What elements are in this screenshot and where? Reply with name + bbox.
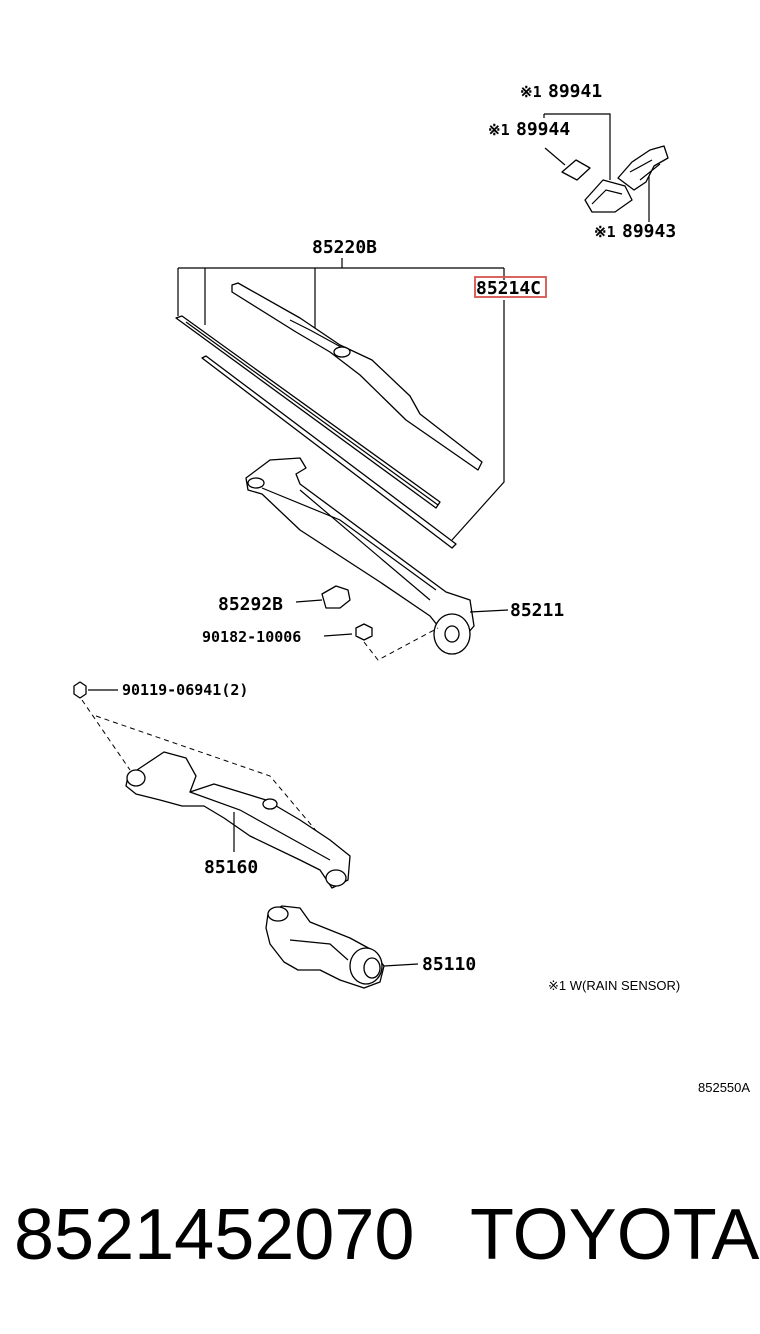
- label-89943[interactable]: 89943: [622, 221, 676, 242]
- label-89944[interactable]: 89944: [516, 119, 570, 140]
- rain-sensor-group: ※1 89941 ※1 89944 ※1 89943: [488, 81, 676, 242]
- label-85160[interactable]: 85160: [204, 857, 258, 878]
- wiper-arm-group: 85211 85292B 90182-10006: [202, 457, 564, 661]
- pivot-cap-shape: [321, 585, 351, 609]
- rain-sensor-note: ※1 W(RAIN SENSOR): [548, 978, 680, 993]
- wiper-refill-2: [201, 355, 457, 549]
- highlight-box: [474, 276, 547, 298]
- mark-89941: ※1: [520, 83, 542, 101]
- label-85214C[interactable]: 85214C: [476, 278, 541, 299]
- nut-shape: [355, 623, 373, 641]
- label-85292B[interactable]: 85292B: [218, 594, 283, 615]
- wiper-refill-1: [175, 315, 441, 509]
- label-85110[interactable]: 85110: [422, 954, 476, 975]
- diagram-code: 852550A: [698, 1080, 750, 1095]
- label-85211[interactable]: 85211: [510, 600, 564, 621]
- wiper-blade-frame: [231, 282, 483, 471]
- footer: 8521452070 TOYOTA: [0, 1185, 760, 1285]
- wiper-arm-shape: [245, 457, 475, 641]
- linkage-shape: [125, 751, 351, 889]
- mark-89943: ※1: [594, 223, 616, 241]
- label-85220B[interactable]: 85220B: [312, 237, 377, 258]
- bolt-shape: [73, 681, 87, 699]
- linkage-group: 90119-06941(2) 85160: [73, 681, 351, 889]
- label-90182-10006[interactable]: 90182-10006: [202, 628, 301, 646]
- rain-sensor-shape: [584, 179, 633, 213]
- mark-89944: ※1: [488, 121, 510, 139]
- motor-group: 85110: [265, 905, 476, 989]
- brand-name: TOYOTA: [470, 1195, 760, 1275]
- part-number: 8521452070: [14, 1195, 415, 1275]
- label-89941[interactable]: 89941: [548, 81, 602, 102]
- wiper-blade-group: 85220B 85214C: [175, 237, 547, 549]
- label-90119-06941[interactable]: 90119-06941(2): [122, 681, 248, 699]
- sensor-pad-shape: [561, 159, 591, 181]
- sensor-bracket-shape: [617, 145, 669, 191]
